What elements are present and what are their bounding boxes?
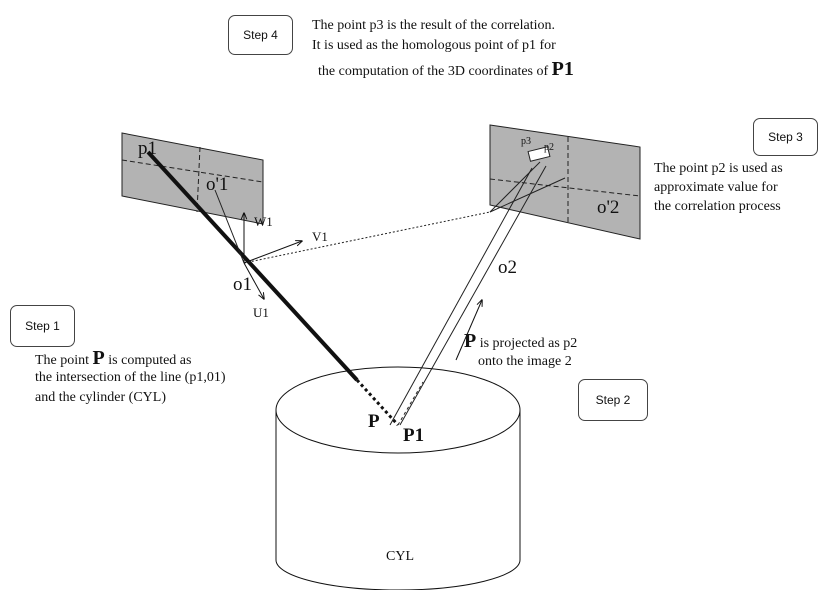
ray-p1-o1: [146, 150, 359, 382]
step3-box: Step 3: [753, 118, 818, 156]
step3-line3: the correlation process: [654, 199, 781, 214]
axis-u1: [243, 262, 264, 299]
label-o1: o1: [233, 274, 252, 295]
line-o1-center: [214, 189, 245, 264]
step1-line1-bold: P: [92, 347, 105, 369]
label-o-prime-1: o'1: [206, 174, 229, 195]
step1-line1-post: is computed as: [108, 353, 192, 368]
label-u1: U1: [253, 305, 269, 320]
step2-line2: onto the image 2: [478, 354, 572, 369]
label-p2: p2: [544, 142, 554, 153]
cylinder: [275, 366, 521, 590]
proj-line-d: [489, 177, 566, 213]
step4-line3-text: the computation of the 3D coordinates of: [318, 64, 549, 79]
step4-line1: The point p3 is the result of the correl…: [312, 18, 555, 33]
label-v1: V1: [312, 229, 328, 244]
step2-line1: P is projected as p2: [464, 330, 577, 353]
label-p3: p3: [521, 136, 531, 147]
label-o-prime-2: o'2: [597, 197, 620, 218]
step1-line3: and the cylinder (CYL): [35, 390, 167, 405]
step4-label: Step 4: [243, 28, 278, 42]
step2-box: Step 2: [578, 379, 648, 421]
axis-v1: [243, 241, 302, 264]
step1-line2: the intersection of the line (p1,01): [35, 370, 226, 385]
image-plane-2: [489, 124, 641, 240]
step4-line3: the computation of the 3D coordinates of…: [318, 58, 574, 81]
step1-label: Step 1: [25, 319, 60, 333]
label-P: P: [368, 411, 380, 432]
step3-label: Step 3: [768, 130, 803, 144]
step1-line1-pre: The point: [35, 353, 90, 368]
proj-line-b: [399, 165, 547, 426]
step1-box: Step 1: [10, 305, 75, 347]
label-P1: P1: [403, 425, 425, 446]
step3-line1: The point p2 is used as: [654, 161, 783, 176]
baseline-o1-o2: [243, 211, 491, 264]
step2-label: Step 2: [595, 393, 631, 407]
label-p1: p1: [138, 138, 157, 159]
label-cyl: CYL: [386, 549, 414, 564]
correlation-window: [527, 146, 551, 162]
ray-inside-cylinder: [355, 378, 400, 427]
proj-dashed: [397, 381, 424, 426]
step2-line1-bold: P: [464, 330, 477, 352]
step3-line2: approximate value for: [654, 180, 778, 195]
step4-line2: It is used as the homologous point of p1…: [312, 38, 556, 53]
label-o2: o2: [498, 257, 517, 278]
step2-line1-text: is projected as p2: [479, 336, 578, 351]
proj-line-a: [389, 167, 533, 426]
label-w1: W1: [254, 214, 273, 229]
step4-line3-bold: P1: [551, 58, 574, 80]
step1-line1: The point P is computed as: [35, 347, 191, 370]
projection-arrow: [455, 300, 482, 361]
proj-line-c: [489, 161, 541, 213]
image-plane-1: [121, 132, 264, 225]
step4-box: Step 4: [228, 15, 293, 55]
